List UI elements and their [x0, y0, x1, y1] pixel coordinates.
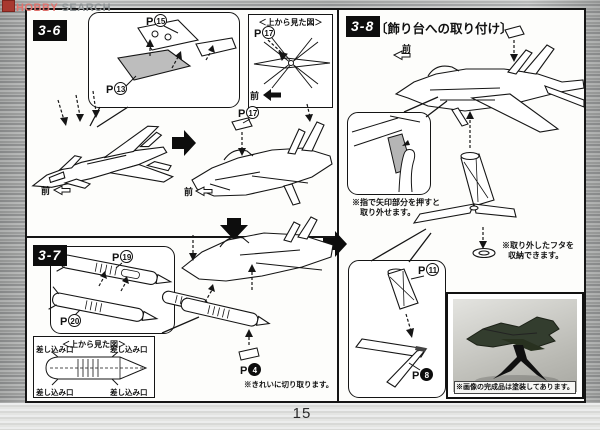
note-press-line1: ※指で矢印部分を押すと	[352, 198, 440, 207]
note-cut-cleanly: ※きれいに切り取ります。	[244, 380, 334, 389]
front-label-38: 前	[402, 44, 412, 54]
horizontal-divider	[25, 236, 339, 238]
note-press-line2: 取り外せます。	[360, 208, 416, 217]
step-label-3-7: 3-7	[33, 245, 68, 266]
watermark-hobby: HOBBY	[16, 2, 59, 14]
step-label-3-8: 3-8	[346, 16, 381, 37]
front-label-36a: 前	[41, 186, 51, 196]
inset-36-front-label: 前	[250, 91, 260, 101]
bottom-margin-strip	[0, 403, 600, 430]
section-38-title: 〔飾り台への取り付け〕	[375, 22, 513, 36]
finished-model-photo-panel: ※画像の完成品は塗装してあります。	[446, 292, 584, 399]
press-detail-bubble	[347, 112, 431, 195]
note-store-line1: ※取り外したフタを	[502, 241, 574, 250]
finished-model-art	[466, 316, 560, 387]
front-label-36b: 前	[184, 187, 194, 197]
finished-model-photo	[453, 299, 577, 392]
note-store-line2: 収納できます。	[508, 251, 564, 260]
page-number: 15	[292, 405, 312, 422]
hobby-search-watermark: HOBBY SEARCH	[2, 0, 111, 14]
hobby-search-logo-icon	[2, 0, 15, 12]
slot-label-tr: 差し込み口	[110, 345, 148, 354]
inset-37-title: ＜上から見た図＞	[62, 340, 126, 349]
slot-label-br: 差し込み口	[110, 388, 148, 397]
slot-label-bl: 差し込み口	[36, 388, 74, 397]
inset-36-title: ＜上から見た図＞	[258, 18, 323, 27]
step-label-3-6: 3-6	[33, 20, 68, 41]
watermark-search: SEARCH	[61, 2, 112, 14]
vertical-divider	[337, 8, 339, 403]
photo-caption: ※画像の完成品は塗装してあります。	[454, 381, 576, 394]
slot-label-tl: 差し込み口	[36, 345, 74, 354]
